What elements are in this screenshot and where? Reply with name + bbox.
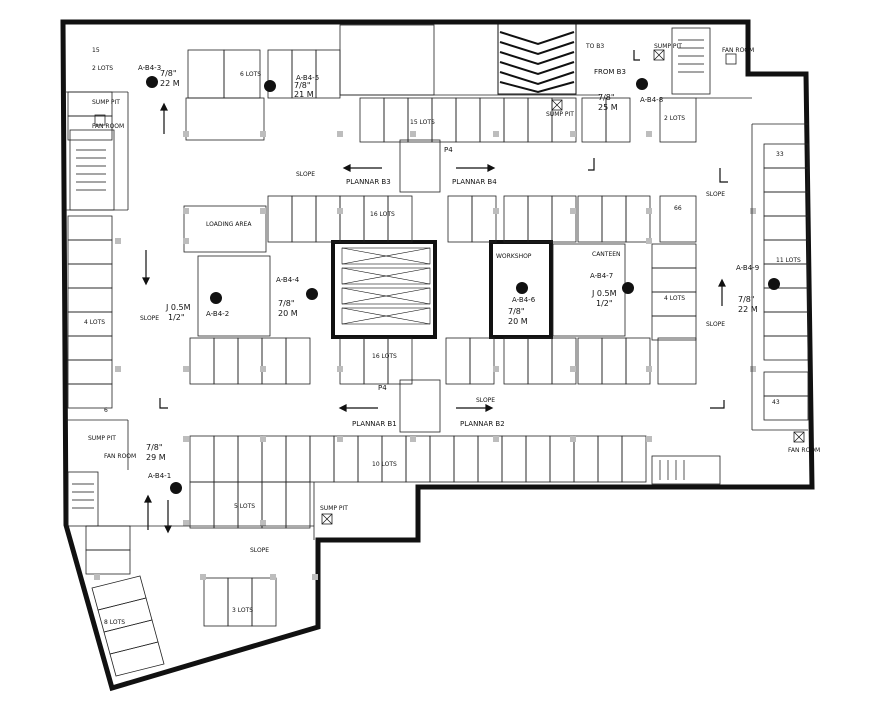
label-lots-10-low: 10 LOTS: [372, 461, 397, 468]
label-dim-a-b4-5: 7/8": [294, 81, 311, 90]
label-planar-b4: PLANNAR B4: [452, 178, 497, 186]
label-grid-a-b4-5: A-B4-5: [296, 74, 319, 82]
label-grid-a-b4-7: A-B4-7: [590, 272, 613, 280]
label-dim-a-b4-8: 7/8": [598, 93, 615, 102]
label-dim-a-b4-9-b: 22 M: [738, 305, 758, 314]
outer-boundary-wall: [60, 19, 815, 692]
label-fan-room-b: FAN ROOM: [104, 453, 136, 460]
plan-labels: 15 2 LOTS A-B4-3 7/8" 22 M 6 LOTS A-B4-5…: [84, 43, 820, 626]
stair-core-left: [69, 129, 115, 211]
label-fan-room-top: FAN ROOM: [722, 47, 754, 54]
label-grid-a-b4-2: A-B4-2: [206, 310, 229, 318]
label-slope-low: SLOPE: [476, 397, 495, 404]
parking-angled-left: [91, 575, 165, 677]
label-dim-a-b4-3: 7/8": [160, 69, 177, 78]
label-workshop: WORKSHOP: [496, 253, 532, 260]
label-grid-a-b4-1: A-B4-1: [148, 472, 171, 480]
label-lots-5: 5 LOTS: [234, 503, 255, 510]
label-dim-a-b4-7: J 0.5M: [591, 289, 617, 298]
label-grid-a-b4-6: A-B4-6: [512, 296, 536, 304]
sump-pit-boxes: [94, 49, 805, 525]
label-fan-room-left: FAN ROOM: [92, 123, 124, 130]
top-shaft: [339, 24, 435, 96]
label-lots-6-left: 6: [104, 407, 108, 414]
structural-columns: [94, 131, 756, 580]
stair-core-top-right: [671, 27, 711, 95]
label-dim-a-b4-5-b: 21 M: [294, 90, 314, 99]
label-slope-left: SLOPE: [140, 315, 159, 322]
label-planar-b1: PLANNAR B1: [352, 420, 397, 428]
label-fan-room-br: FAN ROOM: [788, 447, 820, 454]
label-dim-a-b4-6-b: 20 M: [508, 317, 528, 326]
label-dim-a-b4-1-b: 29 M: [146, 453, 166, 462]
parking-row-bottom: [85, 435, 647, 627]
label-lots-15-mid: 15 LOTS: [410, 119, 435, 126]
label-dim-a-b4-8-b: 25 M: [598, 103, 618, 112]
parking-column-left: [67, 91, 113, 409]
ramp-hatch: [497, 23, 577, 95]
label-lots-4: 4 LOTS: [664, 295, 685, 302]
label-sump-pit-b: SUMP PIT: [88, 435, 116, 442]
core-block-inner: [197, 255, 271, 337]
label-p4-top: P4: [444, 146, 453, 154]
label-loading-area: LOADING AREA: [206, 221, 252, 228]
parking-row-mid-lower: [189, 337, 697, 385]
label-sump-pit-c: SUMP PIT: [320, 505, 348, 512]
label-dim-a-b4-4-b: 20 M: [278, 309, 298, 318]
label-dim-j05-b: 1/2": [168, 313, 185, 322]
grid-marker-dots: [146, 76, 780, 494]
stair-core-bottom-right: [651, 455, 721, 485]
label-slope-1: SLOPE: [296, 171, 315, 178]
label-dim-a-b4-3-b: 22 M: [160, 79, 180, 88]
label-grid-a-b4-8: A-B4-8: [640, 96, 663, 104]
label-dim-a-b4-4: 7/8": [278, 299, 295, 308]
core-stairs-hatch: [341, 247, 431, 325]
label-lots-4-left: 4 LOTS: [84, 319, 105, 326]
label-slope-right: SLOPE: [706, 191, 725, 198]
parking-row-top: [185, 49, 697, 143]
label-lots-3: 3 LOTS: [232, 607, 253, 614]
label-canteen: CANTEEN: [592, 251, 621, 258]
label-lots-2-top: 2 LOTS: [92, 65, 113, 72]
label-lots-6: 6 LOTS: [240, 71, 261, 78]
label-dim-j05: J 0.5M: [165, 303, 191, 312]
label-dim-a-b4-1: 7/8": [146, 443, 163, 452]
label-lots-16-mid: 16 LOTS: [370, 211, 395, 218]
label-dim-a-b4-7-b: 1/2": [596, 299, 613, 308]
label-from-b3: FROM B3: [594, 68, 626, 76]
label-sump-pit-left: SUMP PIT: [92, 99, 120, 106]
label-lots-8: 8 LOTS: [104, 619, 125, 626]
parking-column-right: [651, 143, 809, 421]
label-planar-b2: PLANNAR B2: [460, 420, 505, 428]
label-lots-66: 66: [674, 205, 682, 212]
label-planar-b3: PLANNAR B3: [346, 178, 391, 186]
label-lots-16-low: 16 LOTS: [372, 353, 397, 360]
label-grid-a-b4-4: A-B4-4: [276, 276, 300, 284]
label-lots-2-right: 2 LOTS: [664, 115, 685, 122]
label-sump-pit-mid: SUMP PIT: [546, 111, 574, 118]
label-lots-43: 43: [772, 399, 780, 406]
label-lots-11: 11 LOTS: [776, 257, 801, 264]
label-dim-a-b4-9: 7/8": [738, 295, 755, 304]
label-slope-bottom: SLOPE: [250, 547, 269, 554]
parking-row-mid-upper: [183, 195, 697, 253]
label-grid-a-b4-9: A-B4-9: [736, 264, 759, 272]
label-lots-33: 33: [776, 151, 784, 158]
label-grid-a-b4-3: A-B4-3: [138, 64, 161, 72]
stair-core-bottom-left: [67, 471, 99, 527]
label-dim-a-b4-6: 7/8": [508, 307, 525, 316]
label-p4-low: P4: [378, 384, 387, 392]
label-to-b3: TO B3: [585, 43, 604, 50]
interior-walls: [66, 91, 808, 540]
label-slope-mid-right: SLOPE: [706, 321, 725, 328]
direction-arrows: [142, 50, 728, 534]
label-sump-pit-top: SUMP PIT: [654, 43, 682, 50]
label-lots-15-top: 15: [92, 47, 100, 54]
